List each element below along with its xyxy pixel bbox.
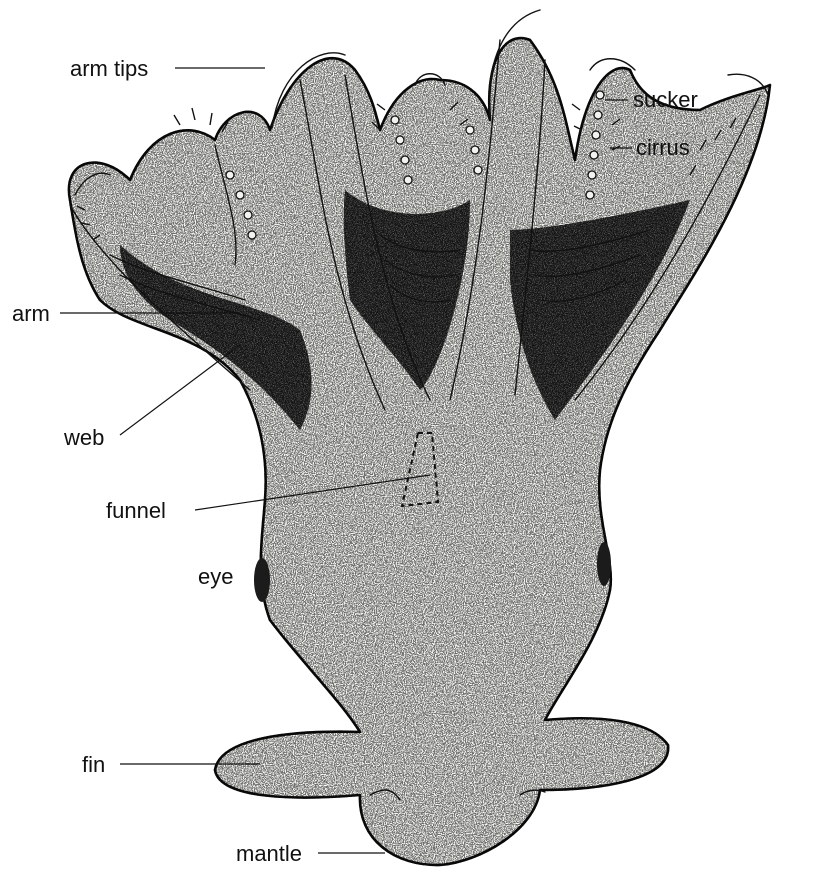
label-arm: arm bbox=[12, 301, 50, 326]
label-cirrus: cirrus bbox=[636, 135, 690, 160]
octopus-body bbox=[69, 38, 770, 865]
label-eye: eye bbox=[198, 564, 233, 589]
label-mantle: mantle bbox=[236, 841, 302, 866]
label-sucker: sucker bbox=[633, 87, 698, 112]
eye-left bbox=[254, 558, 270, 602]
label-fin: fin bbox=[82, 752, 105, 777]
eye-right bbox=[597, 542, 611, 586]
label-arm-tips: arm tips bbox=[70, 56, 148, 81]
label-web: web bbox=[63, 425, 104, 450]
label-funnel: funnel bbox=[106, 498, 166, 523]
